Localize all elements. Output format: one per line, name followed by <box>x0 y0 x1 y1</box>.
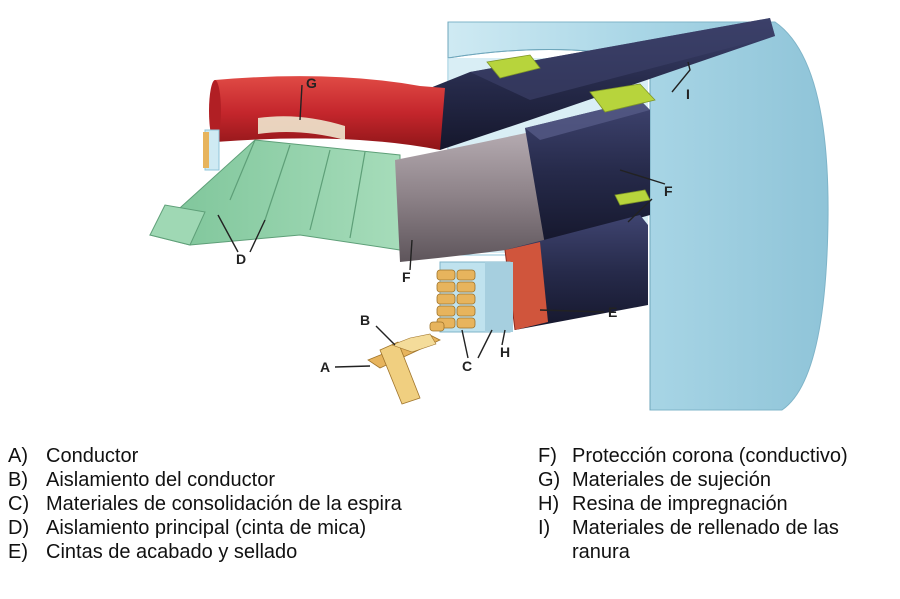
legend-text: ranura <box>572 541 630 563</box>
legend-key: I) <box>538 517 551 539</box>
legend-item-a: A) Conductor <box>8 444 402 468</box>
legend-right: F) Protección corona (conductivo) G) Mat… <box>538 444 848 564</box>
legend-key: C) <box>8 493 30 515</box>
legend-key: A) <box>8 445 28 467</box>
callout-g: G <box>306 75 317 91</box>
middle-slot-bar <box>525 100 650 245</box>
legend-key: F) <box>538 445 557 467</box>
callout-d: D <box>236 251 246 267</box>
legend-item-e: E) Cintas de acabado y sellado <box>8 540 402 564</box>
upper-end-winding <box>209 76 445 150</box>
legend-text: Materiales de sujeción <box>572 469 771 491</box>
lower-slot-coil <box>504 215 648 331</box>
callout-a: A <box>320 359 330 375</box>
single-strand <box>367 333 441 405</box>
callout-i: I <box>686 86 690 102</box>
legend-item-f: F) Protección corona (conductivo) <box>538 444 848 468</box>
callout-e: E <box>608 304 617 320</box>
corona-section <box>395 130 545 262</box>
legend-text: Aislamiento principal (cinta de mica) <box>46 517 367 539</box>
legend-key: D) <box>8 517 30 539</box>
callout-h: H <box>500 344 510 360</box>
top-slot-bar <box>430 18 775 150</box>
callout-b: B <box>360 312 370 328</box>
legend-text: Conductor <box>46 445 139 467</box>
callout-c: C <box>462 358 472 374</box>
callout-f-lower: F <box>402 269 411 285</box>
legend-text: Materiales de rellenado de las <box>572 517 839 539</box>
legend-text: Cintas de acabado y sellado <box>46 541 298 563</box>
legend-text: Protección corona (conductivo) <box>572 445 848 467</box>
legend-key: B) <box>8 469 28 491</box>
conductor-ends-left <box>203 129 220 171</box>
legend-key: E) <box>8 541 28 563</box>
legend-item-b: B) Aislamiento del conductor <box>8 468 402 492</box>
slot-wedges <box>486 54 656 206</box>
legend-key: H) <box>538 493 560 515</box>
leader-lines <box>217 61 691 368</box>
legend-item-h: H) Resina de impregnación <box>538 492 848 516</box>
legend-key: G) <box>538 469 561 491</box>
conductor-stack <box>429 261 513 333</box>
legend-item-d: D) Aislamiento principal (cinta de mica) <box>8 516 402 540</box>
legend-item-g: G) Materiales de sujeción <box>538 468 848 492</box>
mica-tape <box>148 139 401 251</box>
legend-text: Materiales de consolidación de la espira <box>46 493 402 515</box>
legend-item-i-continued: ranura <box>538 540 848 564</box>
legend-text: Resina de impregnación <box>572 493 788 515</box>
legend-item-c: C) Materiales de consolidación de la esp… <box>8 492 402 516</box>
legend-text: Aislamiento del conductor <box>46 469 276 491</box>
callout-f-upper: F <box>664 183 673 199</box>
legend-item-i: I) Materiales de rellenado de las <box>538 516 848 540</box>
legend-left: A) Conductor B) Aislamiento del conducto… <box>8 444 402 564</box>
